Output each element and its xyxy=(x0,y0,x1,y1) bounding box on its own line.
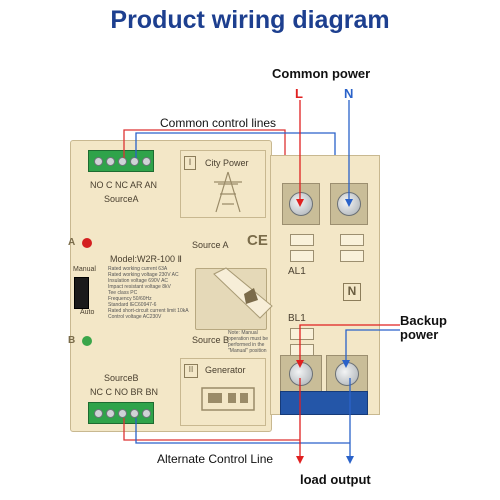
model-label: Model:W2R-100 Ⅱ xyxy=(110,254,182,264)
blue-terminal-base xyxy=(280,391,368,415)
source-a-text: Source A xyxy=(192,240,229,250)
generator-icon xyxy=(201,387,255,411)
vent-slot xyxy=(290,234,314,246)
backup-power-label: Backup power xyxy=(400,313,447,342)
vent-slot xyxy=(340,250,364,262)
source-b-terminal-block xyxy=(88,402,154,424)
bl1-label: BL1 xyxy=(288,313,306,324)
ce-mark: CE xyxy=(247,232,268,249)
indicator-a-label: A xyxy=(68,237,76,248)
manual-auto-toggle[interactable] xyxy=(74,277,89,309)
n-box-label: N xyxy=(343,283,361,301)
specs-list: Rated working current 63A Rated working … xyxy=(108,266,198,320)
spec-line: Control voltage AC230V xyxy=(108,314,162,320)
spec-line: Standard IEC60947-6 xyxy=(108,302,157,308)
screw-icon xyxy=(142,157,151,166)
alternate-control-line-label: Alternate Control Line xyxy=(157,452,274,466)
screw-icon xyxy=(106,409,115,418)
city-power-label: City Power xyxy=(205,158,249,168)
spec-line: Tee class PC xyxy=(108,290,138,296)
load-output-label: load output xyxy=(300,472,371,487)
spec-line: Insulation voltage 690V AC xyxy=(108,278,169,284)
spec-line: Rated working voltage 230V AC xyxy=(108,272,179,278)
source-b-terminal-labels: NC C NO BR BN xyxy=(90,387,159,397)
source-b-text: Source B xyxy=(192,335,230,345)
spec-line: Impact resistant voltage 8kV xyxy=(108,284,171,290)
city-power-panel xyxy=(180,150,266,218)
screw-icon xyxy=(118,409,127,418)
screw-icon xyxy=(142,409,151,418)
manual-label: Manual xyxy=(73,266,96,273)
source-a-terminal-labels: NO C NC AR AN xyxy=(90,180,158,190)
screw-icon xyxy=(118,157,127,166)
vent-slot xyxy=(290,250,314,262)
phase-n-label: N xyxy=(344,86,354,101)
screw-icon xyxy=(130,409,139,418)
panel-i-box: I xyxy=(184,156,196,170)
source-a-terminal-block xyxy=(88,150,154,172)
source-a-led-icon xyxy=(82,238,92,248)
spec-line: Frequency 50/60Hz xyxy=(108,296,152,302)
indicator-b-label: B xyxy=(68,335,76,346)
power-tower-icon xyxy=(214,171,242,213)
operating-handle[interactable] xyxy=(210,266,276,326)
generator-label: Generator xyxy=(205,365,246,375)
screw-icon xyxy=(130,157,139,166)
common-power-label: Common power xyxy=(272,66,371,81)
source-b-label: SourceB xyxy=(104,373,139,383)
al1-label: AL1 xyxy=(288,266,306,277)
screw-icon xyxy=(94,157,103,166)
source-b-led-icon xyxy=(82,336,92,346)
vent-slot xyxy=(340,234,364,246)
auto-label: Auto xyxy=(80,309,95,316)
panel-ii-box: II xyxy=(184,364,198,378)
screw-icon xyxy=(94,409,103,418)
page-title: Product wiring diagram xyxy=(110,6,390,34)
generator-panel xyxy=(180,358,266,426)
phase-l-label: L xyxy=(295,86,303,101)
manual-note: Note: Manual operation must be performed… xyxy=(228,330,269,354)
source-a-label: SourceA xyxy=(104,194,139,204)
vent-slot xyxy=(290,328,314,340)
spec-line: Rated working current 63A xyxy=(108,266,168,272)
common-control-lines-label: Common control lines xyxy=(160,116,277,130)
spec-line: Rated short-circuit current limit 10kA xyxy=(108,308,189,314)
screw-icon xyxy=(106,157,115,166)
